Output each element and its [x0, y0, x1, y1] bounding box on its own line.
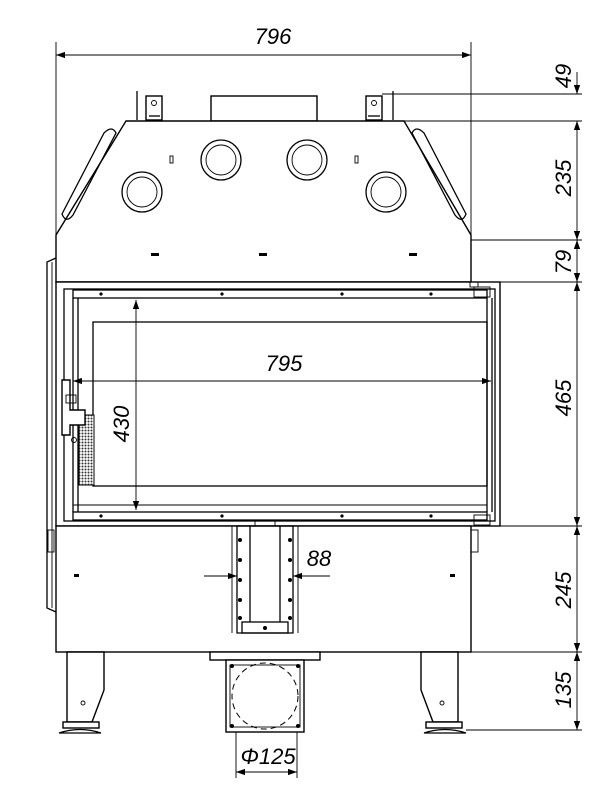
lower-body: [55, 519, 479, 653]
hood: [55, 120, 472, 283]
glass-width-label: 795: [266, 351, 303, 376]
door-height-label: 465: [551, 379, 576, 416]
hood-base-height-label: 79: [551, 250, 576, 274]
lower-body-height-label: 245: [551, 571, 576, 609]
flue-diameter-label: Φ125: [240, 744, 296, 769]
bracket-height-label: 49: [551, 64, 576, 88]
flange-width-label: 88: [307, 546, 332, 571]
leg-height-label: 135: [551, 671, 576, 708]
dimension-lines: [55, 42, 582, 778]
left-side-panel: [46, 257, 57, 613]
legs: [58, 651, 467, 734]
dimension-labels: 796 795 430 88 Φ125 49 235 79 465 245 13…: [109, 24, 576, 769]
overall-width-label: 796: [255, 24, 292, 49]
top-brackets: [136, 91, 394, 122]
door-assembly: [55, 281, 501, 527]
glass-height-label: 430: [109, 405, 134, 442]
air-connector: [209, 651, 321, 733]
hood-height-label: 235: [551, 159, 576, 197]
